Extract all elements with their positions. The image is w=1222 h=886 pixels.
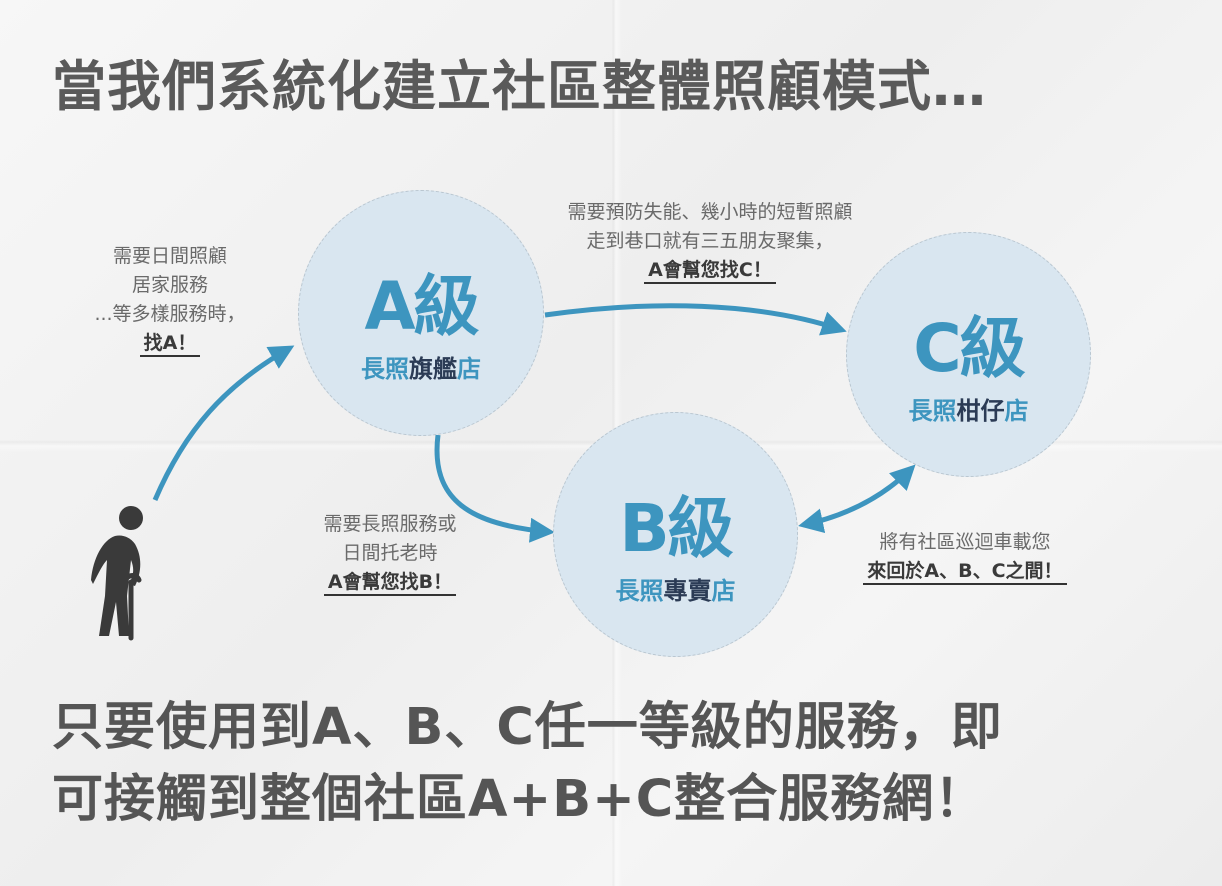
note-a-to-c-line1: 需要預防失能、幾小時的短暫照顧 bbox=[567, 201, 853, 223]
note-a-to-b-emphasis: A會幫您找B！ bbox=[323, 571, 457, 596]
note-a-to-c-line2: 走到巷口就有三五朋友聚集， bbox=[586, 230, 834, 252]
node-a-grade: A級 bbox=[364, 268, 479, 345]
node-b-grade: B級 bbox=[619, 490, 733, 567]
note-a-to-b-line1: 需要長照服務或 bbox=[323, 513, 457, 535]
note-find-a: 需要日間照顧 居家服務 ...等多樣服務時， 找A！ bbox=[60, 242, 280, 358]
bottom-message: 只要使用到A、B、C任一等級的服務，即 可接觸到整個社區A+B+C整合服務網！ bbox=[52, 692, 1202, 836]
arrow-b-c-bidirectional bbox=[798, 464, 916, 534]
note-find-a-line3: ...等多樣服務時， bbox=[94, 303, 246, 325]
note-shuttle-emphasis: 來回於A、B、C之間！ bbox=[863, 560, 1067, 585]
node-b-store-label: 長照專賣店 bbox=[554, 571, 797, 606]
node-c-store-prefix: 長照 bbox=[908, 397, 957, 425]
node-b-store-suffix: 店 bbox=[711, 577, 736, 605]
note-find-a-emphasis: 找A！ bbox=[139, 332, 201, 357]
node-c-store-suffix: 店 bbox=[1004, 397, 1029, 425]
note-a-to-b-line2: 日間托老時 bbox=[342, 542, 438, 564]
note-find-a-line2: 居家服務 bbox=[131, 274, 208, 296]
node-c-store-label: 長照柑仔店 bbox=[847, 391, 1090, 426]
bottom-message-line2: 可接觸到整個社區A+B+C整合服務網！ bbox=[52, 770, 987, 829]
node-a-store-suffix: 店 bbox=[457, 355, 481, 383]
node-a-store-prefix: 長照 bbox=[361, 355, 409, 383]
node-b-store-name: 專賣 bbox=[663, 577, 712, 605]
node-b-store-prefix: 長照 bbox=[615, 577, 664, 605]
node-a-store-name: 旗艦 bbox=[409, 355, 457, 383]
node-b-circle: B級 長照專賣店 bbox=[553, 412, 798, 657]
arrow-person-to-a bbox=[152, 345, 295, 501]
bottom-message-line1: 只要使用到A、B、C任一等級的服務，即 bbox=[52, 698, 1003, 757]
elderly-person-with-cane-icon bbox=[91, 506, 143, 641]
note-shuttle-line1: 將有社區巡迴車載您 bbox=[879, 531, 1051, 553]
note-a-to-c-emphasis: A會幫您找C！ bbox=[644, 259, 776, 284]
node-a-circle: A級 長照旗艦店 bbox=[298, 190, 544, 436]
node-c-circle: C級 長照柑仔店 bbox=[846, 232, 1091, 477]
note-a-to-b: 需要長照服務或 日間托老時 A會幫您找B！ bbox=[290, 510, 490, 597]
note-shuttle: 將有社區巡迴車載您 來回於A、B、C之間！ bbox=[830, 528, 1100, 586]
arrow-a-to-c bbox=[544, 303, 847, 336]
note-find-a-line1: 需要日間照顧 bbox=[112, 245, 227, 267]
node-a-store-label: 長照旗艦店 bbox=[299, 349, 543, 384]
arrow-a-to-b bbox=[434, 434, 555, 543]
node-c-grade: C級 bbox=[913, 310, 1025, 387]
note-a-to-c: 需要預防失能、幾小時的短暫照顧 走到巷口就有三五朋友聚集， A會幫您找C！ bbox=[510, 198, 910, 285]
page-title: 當我們系統化建立社區整體照顧模式… bbox=[52, 55, 987, 118]
node-c-store-name: 柑仔 bbox=[956, 397, 1005, 425]
